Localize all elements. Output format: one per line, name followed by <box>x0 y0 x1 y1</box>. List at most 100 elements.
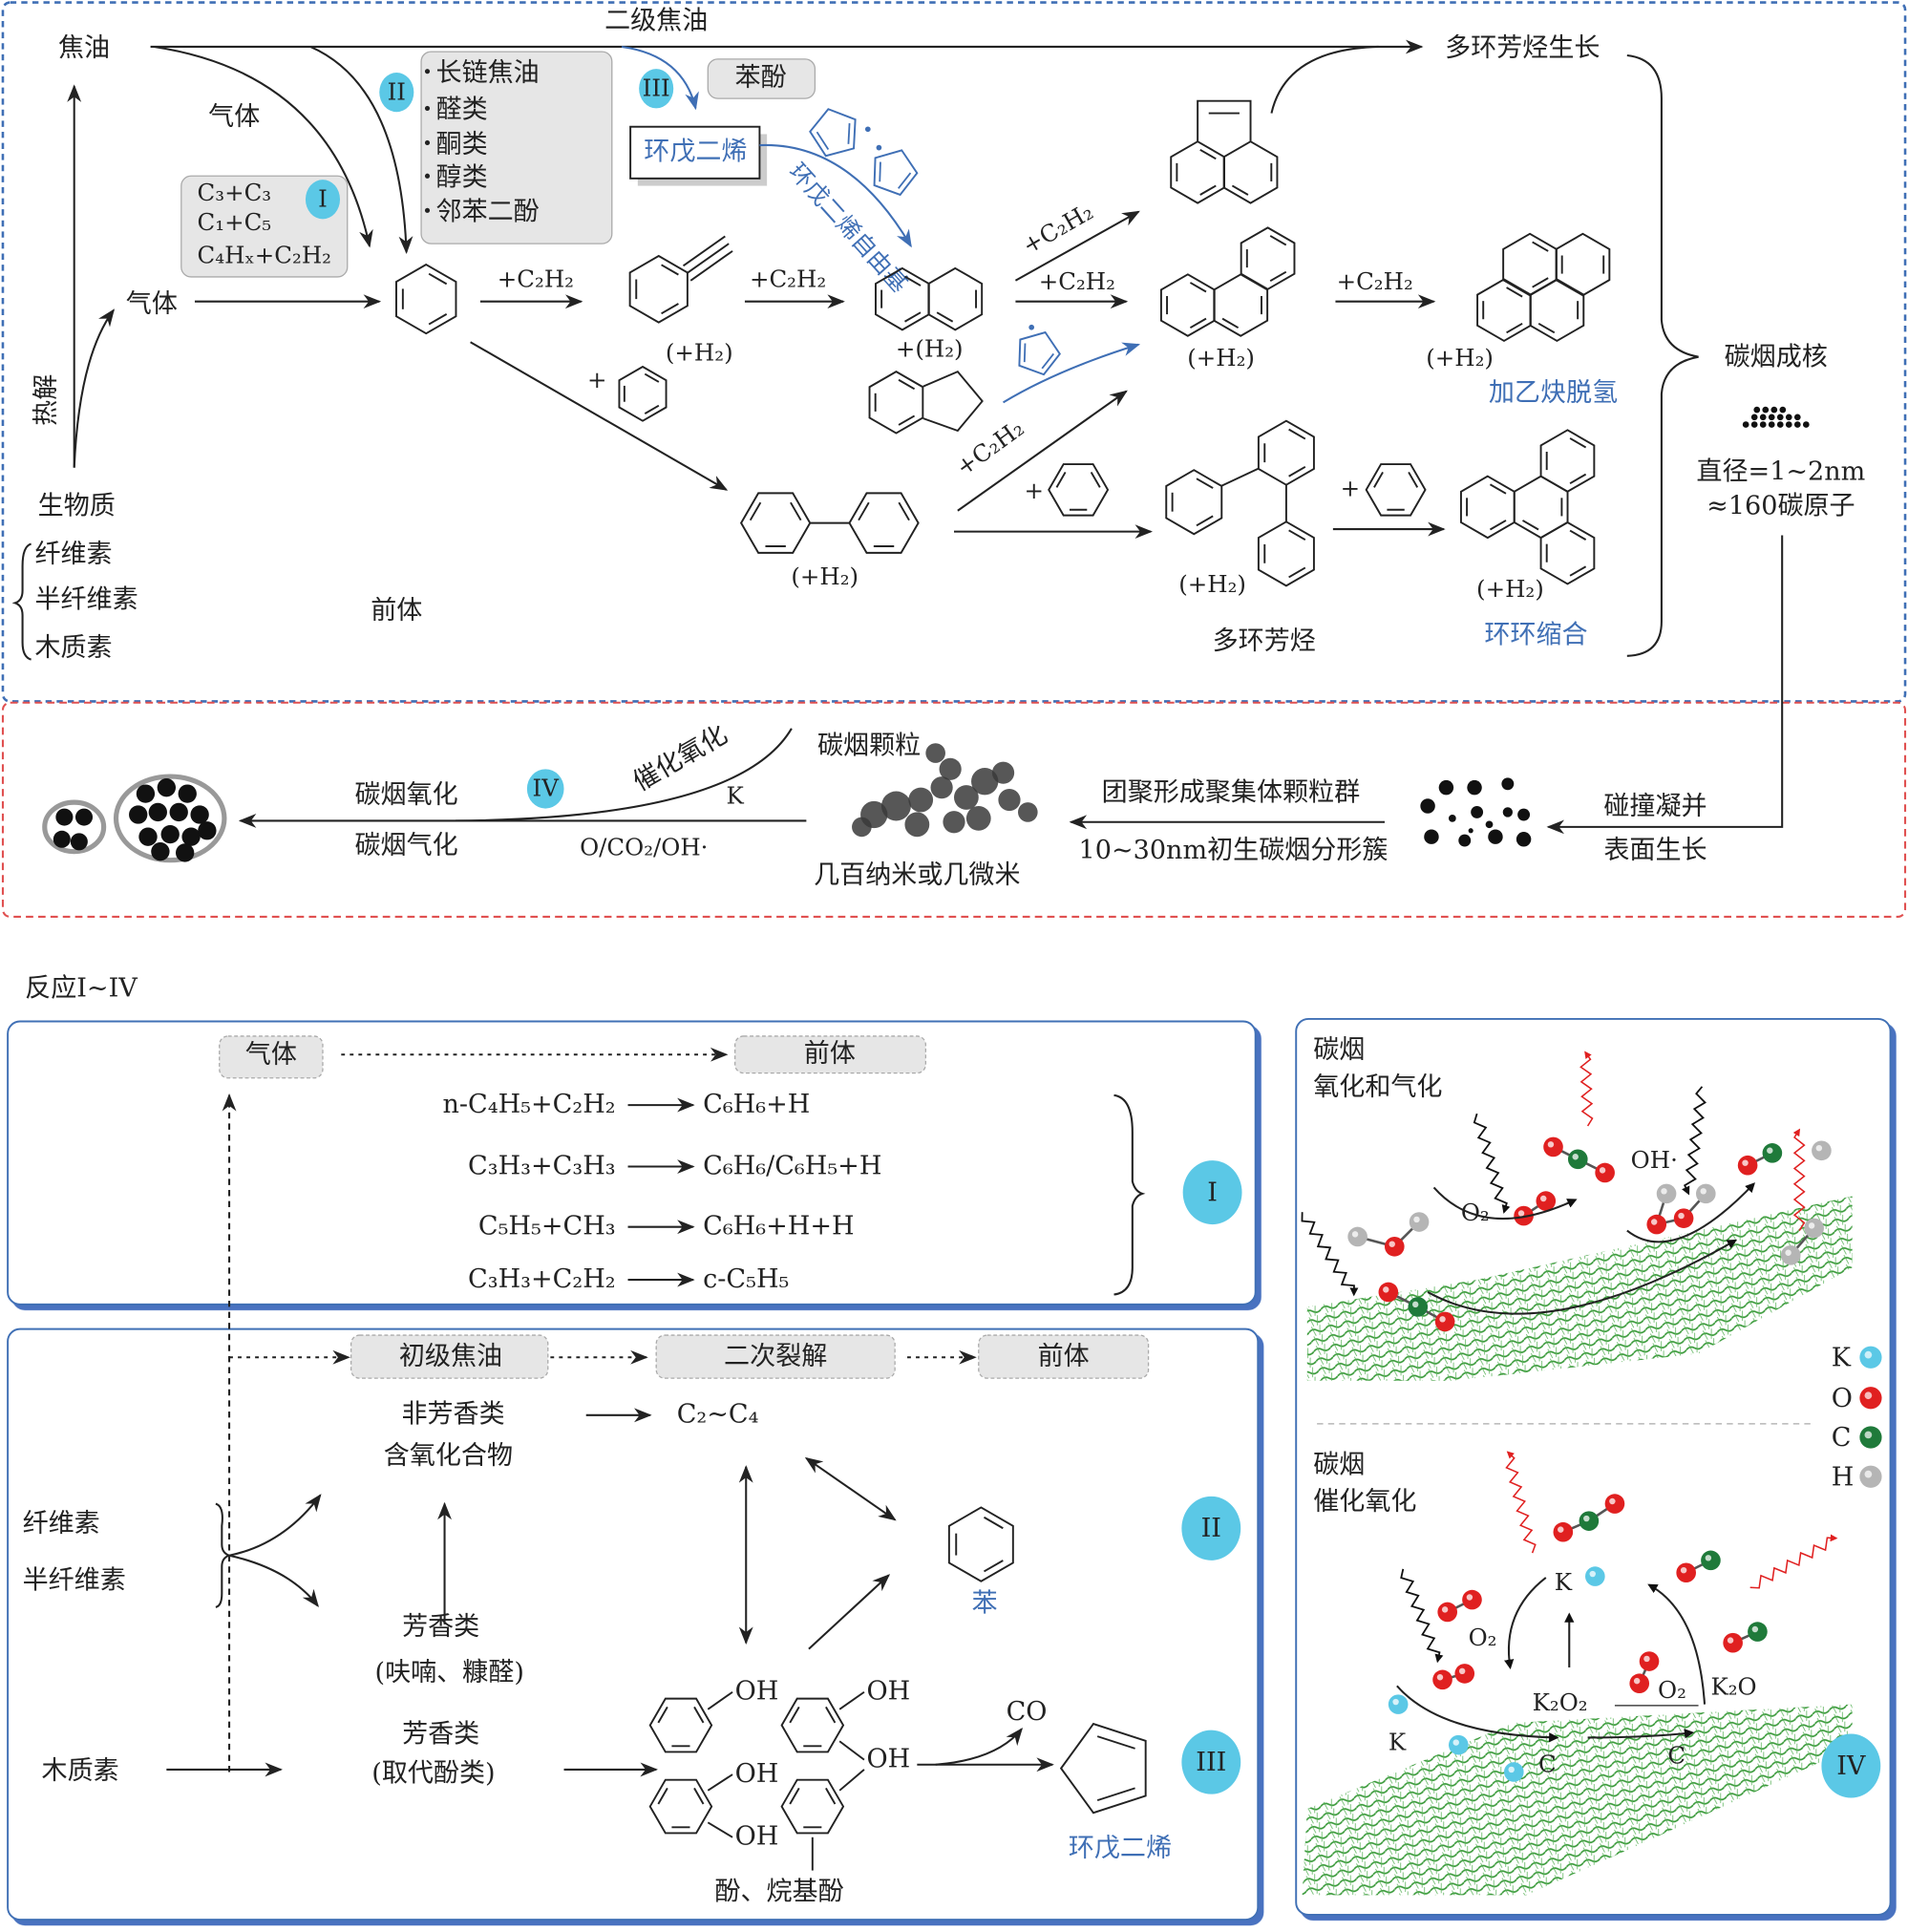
outgoing-wave-arrow <box>1579 1051 1594 1127</box>
cellulose-label-2: 纤维素 <box>23 1509 100 1539</box>
incoming-wave-arrow <box>1400 1568 1444 1664</box>
double-bond <box>1221 317 1240 329</box>
double-bond <box>904 275 922 287</box>
panel-III-badge-text: III <box>1196 1748 1226 1777</box>
atom-o-icon <box>1437 1602 1458 1623</box>
non-aromatic-label: 非芳香类 <box>401 1399 504 1429</box>
nucleation-brace <box>1626 53 1699 657</box>
soot-core <box>151 842 170 861</box>
indene-ring-icon <box>868 371 924 435</box>
atom-highlight <box>1589 1570 1596 1578</box>
aromatics-2-label: 芳香类 <box>402 1719 479 1749</box>
double-bond <box>790 501 802 521</box>
legend-label-o: O <box>1832 1384 1853 1413</box>
surface-growth-label: 表面生长 <box>1603 836 1707 865</box>
plus-1: + <box>587 366 607 393</box>
primary-soot-particle <box>1468 828 1473 834</box>
acenaphthylene-ring-icon <box>1222 140 1279 204</box>
double-bond <box>904 311 922 323</box>
atom-highlight <box>1767 1147 1773 1155</box>
reaction-II-box <box>420 51 613 244</box>
precursor-label-2: 前体 <box>1038 1342 1090 1371</box>
double-bond <box>1506 322 1523 334</box>
phenols-label: 酚、烷基酚 <box>714 1877 843 1906</box>
primary-soot-particle <box>1485 820 1494 829</box>
benzene-label: 苯 <box>972 1589 998 1619</box>
atom-k-icon <box>1448 1734 1469 1755</box>
top-frame <box>1 1 1907 703</box>
o2-label-3: O₂ <box>1658 1676 1686 1704</box>
double-bond <box>1041 352 1055 370</box>
double-bond <box>1569 473 1587 485</box>
o2-label-1: O₂ <box>1461 1199 1490 1226</box>
primary-tar-box <box>350 1334 549 1379</box>
oh-label: OH <box>735 1676 779 1706</box>
h2-label-5: (+H₂) <box>1426 344 1494 372</box>
soot-core <box>129 805 148 824</box>
carbon-dot <box>1776 414 1784 421</box>
atom-highlight <box>1864 1431 1873 1439</box>
double-bond <box>1288 566 1306 579</box>
double-bond <box>1189 317 1207 329</box>
atom-c-icon <box>1701 1550 1721 1571</box>
bond <box>707 1821 733 1838</box>
plus-2: + <box>1024 477 1044 504</box>
tar-label: 焦油 <box>58 33 110 63</box>
atom-h-icon <box>1780 1244 1801 1265</box>
k2o2-label: K₂O₂ <box>1533 1688 1588 1716</box>
benzene-icon <box>1365 463 1427 517</box>
double-bond <box>1288 529 1306 541</box>
reaction-II-item: 醇类 <box>436 163 488 193</box>
equation-left: C₃H₃+C₃H₃ <box>468 1151 616 1180</box>
phenylacetylene-icon <box>628 254 689 324</box>
primary-tar-label: 初级焦油 <box>399 1342 502 1371</box>
middle-section: 碰撞凝并 表面生长 团聚形成聚集体颗粒群 10~30nm初生碳烟分形簇 碳烟颗粒… <box>42 720 1707 890</box>
equations-brace <box>1113 1093 1146 1296</box>
precursor-box-2 <box>978 1334 1150 1379</box>
double-bond <box>1506 287 1523 298</box>
reaction-II-item: 邻苯二酚 <box>436 198 540 227</box>
atom-o-icon <box>1737 1155 1758 1176</box>
atom-o-icon <box>1595 1162 1615 1183</box>
fractal-label: 10~30nm初生碳烟分形簇 <box>1079 836 1389 865</box>
outgoing-wave-arrow <box>1749 1534 1838 1589</box>
triphenylene-ring-icon <box>1539 429 1596 493</box>
cyclopentadiene-icon <box>1059 1722 1147 1815</box>
atom-highlight <box>1558 1526 1564 1533</box>
atom-o-icon <box>1604 1494 1625 1514</box>
haca-label: 加乙炔脱氢 <box>1489 378 1618 408</box>
double-bond <box>1569 565 1587 577</box>
panel-I-precursor: 前体 <box>804 1039 856 1069</box>
oxygenates-label: 含氧化合物 <box>384 1441 513 1471</box>
atom-c-icon <box>1748 1622 1768 1642</box>
double-bond <box>1489 483 1507 495</box>
cpd-label-2: 环戊二烯 <box>1069 1834 1172 1863</box>
equation-right: C₆H₆+H <box>703 1090 810 1119</box>
outgoing-wave-arrow <box>1505 1451 1537 1554</box>
atom-h-icon <box>1695 1183 1716 1204</box>
nucleus-dots <box>1742 406 1810 428</box>
biphenyl-ring-icon <box>848 492 920 554</box>
gas-label-upper: 气体 <box>208 102 260 132</box>
atom-o-icon <box>1543 1136 1563 1157</box>
to-non-aromatic-arrow <box>228 1494 322 1557</box>
double-bond <box>661 264 679 276</box>
atom-o-icon <box>1673 1208 1694 1228</box>
carbon-dot <box>1776 421 1784 428</box>
soot-core <box>169 802 188 822</box>
hemicellulose-label: 半纤维素 <box>34 585 138 615</box>
gas-label-lower: 气体 <box>126 289 178 319</box>
outgoing-wave-arrow <box>1792 1128 1806 1231</box>
double-bond <box>657 1706 668 1724</box>
hemicellulose-label-2: 半纤维素 <box>23 1565 126 1595</box>
lignin-label: 木质素 <box>34 633 112 663</box>
o2-label-2: O₂ <box>1469 1624 1497 1651</box>
atom-highlight <box>1751 1625 1759 1633</box>
atom-highlight <box>1583 1515 1590 1522</box>
phenol-box <box>707 58 816 99</box>
atom-k-icon <box>1585 1566 1605 1586</box>
primary-soot-particle <box>1424 829 1439 844</box>
